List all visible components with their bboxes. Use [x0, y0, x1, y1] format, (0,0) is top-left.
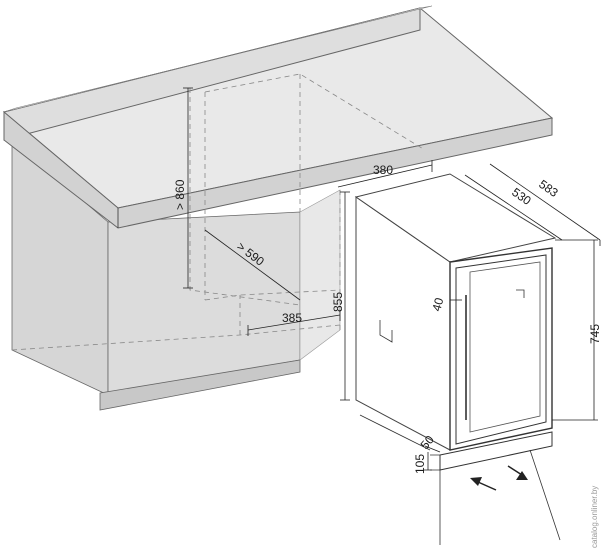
label-door-gap: 40: [429, 296, 446, 313]
label-niche-width: 385: [282, 311, 302, 325]
dimension-lines: [183, 87, 601, 545]
label-plinth-height: 105: [413, 454, 427, 474]
airflow-arrows: [470, 465, 528, 491]
cooler-door-glass: [469, 261, 541, 433]
label-unit-height: 745: [588, 324, 601, 344]
airflow-out-arrow: [516, 471, 528, 480]
countertop: [2, 5, 554, 229]
niche-back-wall: [299, 189, 341, 361]
label-cabinet-height: > 860: [173, 179, 187, 210]
label-niche-height: 855: [331, 292, 345, 312]
wine-cooler: [354, 173, 557, 471]
airflow-in-arrow: [470, 477, 482, 486]
label-unit-depth-total: 583: [536, 177, 561, 200]
watermark: catalog.onliner.by: [590, 486, 599, 548]
niche-outline: [11, 73, 426, 351]
cooler-top: [354, 173, 557, 263]
label-unit-width: 380: [373, 163, 393, 177]
cooler-door-frame: [449, 247, 553, 451]
cooler-door-inner: [455, 254, 547, 445]
cabinet-plinth: [99, 359, 301, 411]
kitchen-cabinet: [11, 139, 341, 411]
countertop-backsplash-top: [3, 5, 433, 113]
label-unit-depth-body: 530: [509, 185, 534, 208]
